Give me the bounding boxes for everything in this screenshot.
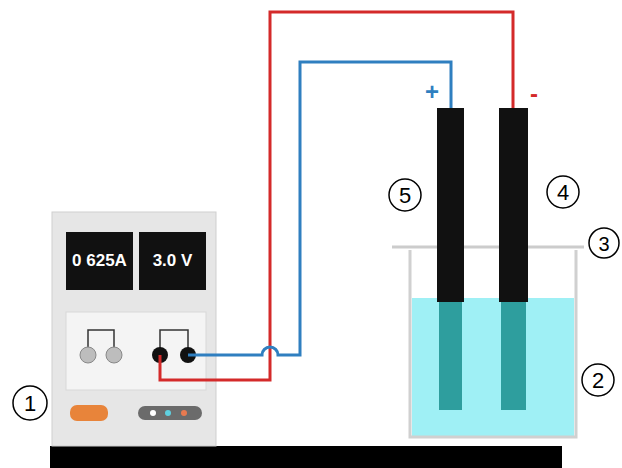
meter-display: 3.0 V [139,232,206,290]
callout-number: 3 [598,234,609,254]
callout-number: 4 [557,182,569,204]
terminal-panel [66,312,206,390]
polarity-sign: - [530,82,538,106]
beaker [410,250,576,437]
callout-circle [13,386,47,420]
terminal-link [160,330,188,348]
indicator [150,410,156,416]
blue-wire [188,62,451,355]
indicator [165,410,171,416]
indicator [181,410,187,416]
electrolyte [412,298,574,436]
cathode [499,108,528,302]
anode [437,108,464,302]
power-supply [52,212,216,446]
callout-number: 1 [24,393,36,415]
meter-display: 0 625A [66,232,133,290]
callout-circle [389,179,421,211]
bench [50,446,562,468]
indicator-strip [138,406,202,420]
beaker-lid [392,246,584,249]
callout-number: 2 [592,370,604,392]
terminal [80,347,96,363]
display-reading: 0 625A [72,251,127,271]
callout-circle [582,364,614,396]
terminal [106,347,122,363]
polarity-sign: + [425,80,439,104]
display-reading: 3.0 V [153,251,193,271]
red-wire [160,12,513,380]
terminal-link [88,330,114,348]
callout-number: 5 [399,185,411,207]
anode-submerged [439,302,462,410]
callout-circle [547,176,579,208]
power-button [70,405,108,421]
callout-circle [589,228,619,258]
cathode-submerged [501,302,526,410]
